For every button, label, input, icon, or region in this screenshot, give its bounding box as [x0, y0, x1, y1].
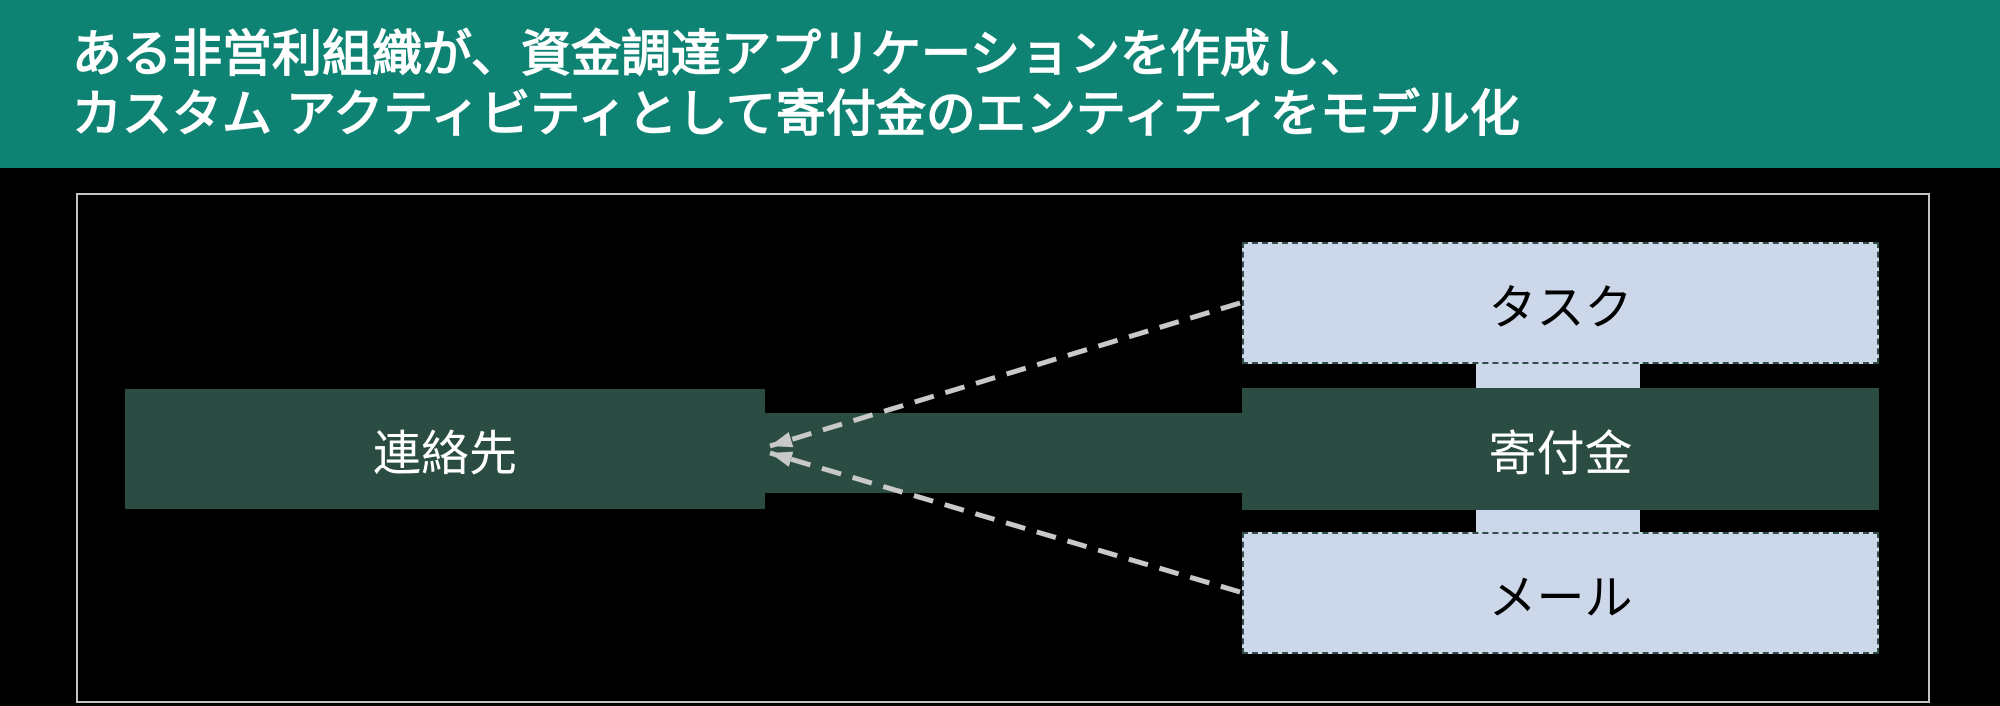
- connector-contact-donation: [765, 413, 1245, 493]
- entity-mail-box: メール: [1242, 532, 1879, 654]
- connector-donation-mail: [1476, 508, 1640, 535]
- slide-title-banner: ある非営利組織が、資金調達アプリケーションを作成し、 カスタム アクティビティと…: [0, 0, 2000, 168]
- connector-task-donation: [1476, 362, 1640, 390]
- entity-task-label: タスク: [1488, 282, 1633, 335]
- diagram-frame: [76, 193, 1930, 703]
- slide-title-line-2: カスタム アクティビティとして寄付金のエンティティをモデル化: [72, 86, 1520, 142]
- entity-mail-label: メール: [1488, 572, 1633, 625]
- entity-contact-label: 連絡先: [372, 428, 517, 481]
- entity-contact-box: 連絡先: [125, 389, 765, 509]
- slide-title-line-1: ある非営利組織が、資金調達アプリケーションを作成し、: [72, 26, 1370, 82]
- entity-task-box: タスク: [1242, 242, 1879, 364]
- entity-donation-label: 寄付金: [1488, 428, 1633, 481]
- entity-donation-box: 寄付金: [1242, 388, 1879, 510]
